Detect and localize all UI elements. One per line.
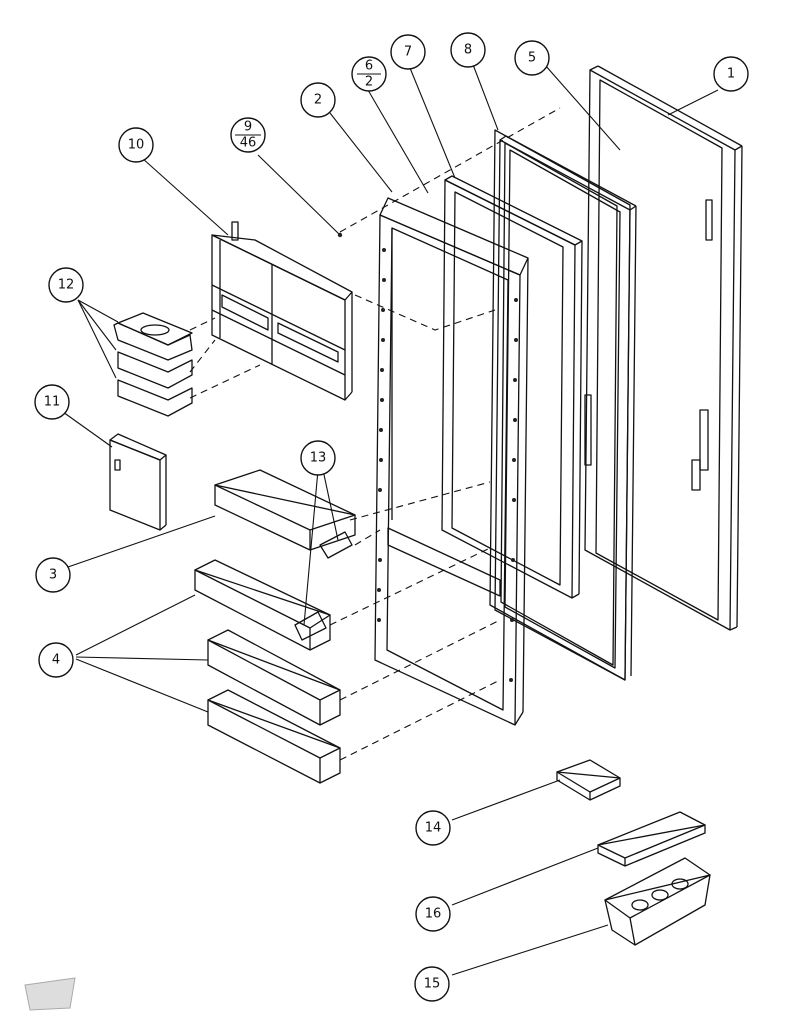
callout-2-label: 2 [314,93,322,108]
callout-12-label: 12 [58,278,75,293]
leader-lines [62,61,719,976]
part-14-small-tray [556,759,621,801]
scan-smudge [24,977,76,1011]
callout-7: 7 [390,34,426,70]
callout-5: 5 [514,40,550,76]
callout-4: 4 [38,642,74,678]
part-10-upper-compartment [211,221,353,401]
part-2-door-liner [374,197,529,726]
callout-16: 16 [415,896,451,932]
part-7-breaker-frame [441,175,583,599]
callout-14: 14 [415,810,451,846]
callout-1-label: 1 [727,67,735,82]
part-12-containers [113,312,193,417]
callout-5-label: 5 [528,51,536,66]
callout-15: 15 [414,966,450,1002]
callout-13: 13 [300,440,336,476]
callout-13-label: 13 [310,451,327,466]
part-3-door-bin [214,469,356,559]
callout-11: 11 [34,384,70,420]
callout-12: 12 [48,267,84,303]
callout-3: 3 [35,557,71,593]
callout-8: 8 [450,32,486,68]
callout-6-2: 6 2 [351,56,387,92]
callout-11-label: 11 [44,395,61,410]
reference-mark [337,232,343,238]
callout-10-label: 10 [128,138,145,153]
part-11-small-door [109,433,167,531]
callout-1: 1 [713,56,749,92]
callout-10: 10 [118,127,154,163]
callout-4-label: 4 [52,653,60,668]
callout-9-top: 9 [244,120,252,135]
part-16-lid [597,811,706,867]
callout-2: 2 [300,82,336,118]
callout-15-label: 15 [424,977,441,992]
assembly-dashed-lines [189,107,561,761]
liner-screw-dots [377,248,518,682]
callout-6-top: 6 [365,59,373,74]
part-1-outer-door-panel [584,65,743,631]
callout-8-label: 8 [464,43,472,58]
part-4-door-bins [194,559,341,784]
part-8-inner-frame [489,129,631,681]
callout-7-label: 7 [404,45,412,60]
callout-16-label: 16 [425,907,442,922]
callout-3-label: 3 [49,568,57,583]
callout-9-bottom: 46 [240,136,257,151]
callout-9-46: 9 46 [230,117,266,153]
callout-6-bottom: 2 [365,75,373,90]
callout-14-label: 14 [425,821,442,836]
part-15-bin [604,857,711,946]
